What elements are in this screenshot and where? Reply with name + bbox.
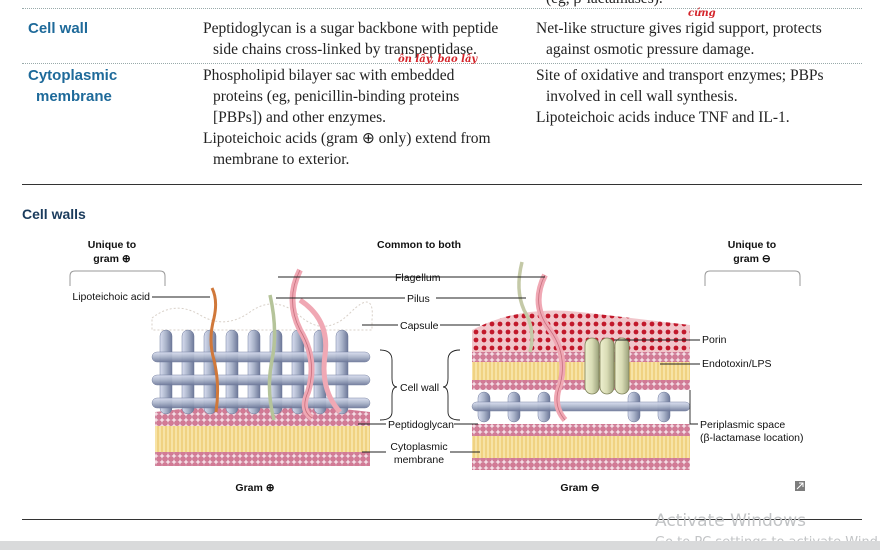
svg-text:Unique to: Unique to	[728, 239, 776, 251]
bracket-gram-negative	[704, 270, 801, 286]
porin	[584, 337, 630, 395]
inner-membrane-heads-bottom	[472, 458, 690, 470]
table-divider	[22, 63, 862, 64]
function-cytoplasmic-membrane: Site of oxidative and transport enzymes;…	[536, 67, 824, 126]
gram-negative-cell	[471, 261, 691, 470]
label-cytoplasmic-membrane: Cytoplasmic membrane	[390, 441, 447, 466]
inner-membrane-heads-top	[472, 424, 690, 436]
label-lipoteichoic-acid: Lipoteichoic acid	[72, 291, 150, 303]
membrane-heads-top	[155, 412, 370, 426]
label-periplasmic-space: Periplasmic space (β-lactamase location)	[700, 419, 804, 444]
header-unique-gram-positive: Unique to gram ⊕	[88, 239, 136, 265]
structure-cytoplasmic-membrane: Phospholipid bilayer sac with embedded p…	[203, 67, 491, 168]
svg-text:Periplasmic space: Periplasmic space	[700, 419, 785, 431]
outer-membrane-heads-top	[472, 352, 690, 362]
label-flagellum: Flagellum	[395, 272, 441, 284]
bottom-rule	[22, 519, 862, 520]
leader-lines	[152, 276, 700, 453]
function-cell-wall: Net-like structure gives rigid support, …	[536, 20, 822, 58]
pilus-gram-negative	[517, 261, 534, 353]
capsule-lps	[472, 310, 690, 352]
term-cytoplasmic-membrane: Cytoplasmic membrane	[28, 67, 118, 105]
svg-text:gram ⊖: gram ⊖	[733, 253, 771, 265]
membrane-tails	[155, 426, 370, 452]
svg-text:(β-lactamase location): (β-lactamase location)	[700, 432, 804, 444]
label-gram-negative: Gram ⊖	[560, 482, 599, 494]
lipoteichoic-acid	[209, 287, 220, 413]
gram-positive-cell	[151, 268, 373, 466]
inner-membrane-tails	[472, 436, 690, 458]
label-gram-positive: Gram ⊕	[235, 482, 274, 494]
svg-text:Unique to: Unique to	[88, 239, 136, 251]
label-cell-wall: Cell wall	[400, 382, 439, 394]
structure-cell-wall: Peptidoglycan is a sugar backbone with p…	[203, 20, 499, 58]
label-peptidoglycan: Peptidoglycan	[388, 419, 454, 431]
pilus-gram-positive	[267, 294, 277, 421]
table-divider	[22, 8, 862, 9]
peptidoglycan-layer	[151, 329, 371, 415]
thin-peptidoglycan	[471, 391, 691, 423]
expand-icon[interactable]	[795, 481, 805, 491]
section-title: Cell walls	[22, 206, 86, 222]
label-endotoxin-lps: Endotoxin/LPS	[702, 358, 771, 370]
label-porin: Porin	[702, 334, 727, 346]
header-common-to-both: Common to both	[377, 239, 461, 251]
svg-text:Cytoplasmic: Cytoplasmic	[390, 441, 447, 453]
handwritten-note-on-lay: ôn lấy, bao lấy	[398, 54, 478, 65]
outer-membrane-tails	[472, 362, 690, 380]
handwritten-note-cung: cứng	[688, 8, 716, 19]
membrane-heads-bottom	[155, 452, 370, 466]
taskbar-strip	[0, 541, 880, 550]
label-pilus: Pilus	[407, 293, 430, 305]
term-cell-wall: Cell wall	[28, 20, 89, 37]
svg-text:membrane: membrane	[394, 454, 444, 466]
cell-wall-diagram: Unique to gram ⊕ Common to both Unique t…	[69, 239, 805, 494]
header-unique-gram-negative: Unique to gram ⊖	[728, 239, 776, 265]
bracket-gram-positive	[69, 270, 166, 286]
activate-windows-title: Activate Windows	[655, 511, 806, 531]
outer-membrane-heads-bottom	[472, 380, 690, 390]
section-rule	[22, 184, 862, 185]
svg-text:gram ⊕: gram ⊕	[93, 253, 131, 265]
label-capsule: Capsule	[400, 320, 439, 332]
top-row-fragment: (eg, β-lactamases).	[546, 0, 663, 9]
